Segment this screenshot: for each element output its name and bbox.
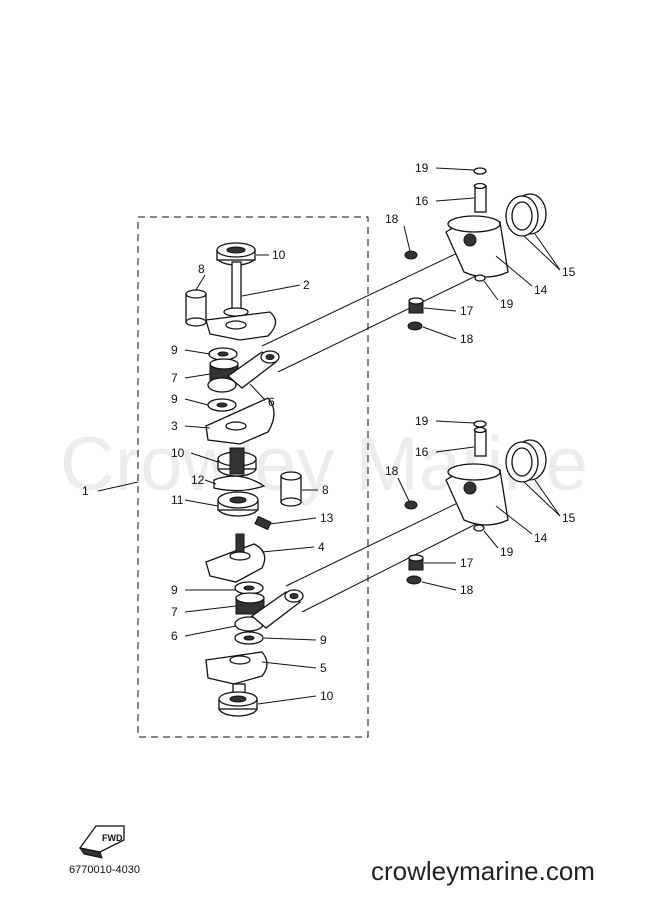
callout-9: 9	[171, 392, 178, 406]
callout-9: 9	[320, 633, 327, 647]
assembly-guide-lines	[261, 247, 481, 613]
top-bearing	[216, 242, 256, 266]
callout-12: 12	[191, 473, 205, 487]
lower-small-washer-a	[404, 500, 418, 510]
lower-washer-bottom	[234, 631, 264, 645]
center-bearing	[217, 447, 257, 477]
lower-crank-web-upper	[205, 533, 266, 583]
callout-15: 15	[562, 511, 576, 525]
callout-17: 17	[460, 304, 474, 318]
lower-piston-group	[404, 420, 547, 585]
callout-4: 4	[318, 540, 325, 554]
callout-9: 9	[171, 583, 178, 597]
callout-19: 19	[415, 161, 429, 175]
center-crank-web	[205, 397, 275, 445]
upper-needle-cage	[408, 297, 424, 314]
upper-needle-bearing	[209, 358, 239, 383]
lower-crank-web	[205, 651, 268, 699]
callout-18: 18	[460, 332, 474, 346]
callout-13: 13	[320, 511, 334, 525]
callout-19: 19	[500, 297, 514, 311]
dowel-pin-upper	[185, 289, 207, 327]
upper-small-washer-b	[407, 321, 423, 331]
lower-washer-top	[234, 581, 264, 595]
callout-10: 10	[272, 248, 286, 262]
callout-18: 18	[385, 464, 399, 478]
callout-19: 19	[500, 545, 514, 559]
upper-circlip-bottom	[474, 274, 486, 282]
dowel-pin-lower	[280, 471, 302, 507]
lower-connecting-rod	[250, 589, 304, 629]
callout-9: 9	[171, 343, 178, 357]
callout-6: 6	[268, 395, 275, 409]
callout-7: 7	[171, 371, 178, 385]
callout-17: 17	[460, 556, 474, 570]
site-url[interactable]: crowleymarine.com	[371, 856, 595, 886]
callout-11: 11	[171, 493, 184, 507]
callout-15: 15	[562, 265, 576, 279]
callout-1: 1	[82, 484, 89, 498]
upper-washer-bottom	[207, 398, 237, 412]
callout-18: 18	[460, 583, 474, 597]
upper-circlip-top	[473, 167, 487, 175]
callout-14: 14	[534, 283, 548, 297]
lower-piston-rings	[505, 439, 547, 483]
bottom-bearing	[218, 691, 258, 717]
lower-circlip-top	[473, 420, 487, 428]
lower-circlip-bottom	[473, 524, 485, 532]
upper-connecting-rod	[226, 350, 280, 389]
callout-2: 2	[303, 278, 310, 292]
callout-18: 18	[385, 212, 399, 226]
callout-10: 10	[171, 446, 185, 460]
upper-piston-rings	[505, 193, 547, 237]
callout-6: 6	[171, 629, 178, 643]
upper-piston-pin	[473, 182, 487, 213]
leader-lines	[97, 167, 561, 705]
callout-3: 3	[171, 419, 178, 433]
lower-needle-cage	[408, 554, 424, 571]
callout-16: 16	[415, 445, 429, 459]
upper-washer-top	[208, 347, 238, 361]
circlip	[213, 475, 266, 492]
lower-piston-pin	[473, 426, 487, 457]
callout-8: 8	[322, 483, 329, 497]
assembly-boundary	[137, 216, 369, 738]
upper-rod-big-end	[207, 377, 237, 393]
upper-piston	[445, 215, 509, 278]
callout-14: 14	[534, 531, 548, 545]
locating-pin	[254, 515, 272, 531]
crankshaft-assembly	[185, 242, 302, 717]
callout-5: 5	[320, 661, 327, 675]
upper-small-washer-a	[404, 250, 418, 260]
fwd-arrow-icon: FWD	[78, 825, 125, 859]
fwd-label: FWD	[102, 833, 123, 843]
callout-16: 16	[415, 194, 429, 208]
lower-needle-bearing	[235, 592, 265, 615]
lower-small-washer-b	[406, 575, 422, 585]
upper-crankshaft	[205, 261, 277, 341]
lower-piston	[445, 463, 509, 526]
callout-8: 8	[198, 262, 205, 276]
drawing-code: 6770010-4030	[69, 864, 140, 876]
callout-19: 19	[415, 414, 429, 428]
upper-piston-group	[404, 167, 547, 331]
callouts: 19 16 18 14 15 19 17 18 10 8 2 9 7 6 9 3…	[82, 161, 576, 703]
callout-10: 10	[320, 689, 334, 703]
callout-7: 7	[171, 605, 178, 619]
labyrinth-seal	[217, 491, 259, 517]
